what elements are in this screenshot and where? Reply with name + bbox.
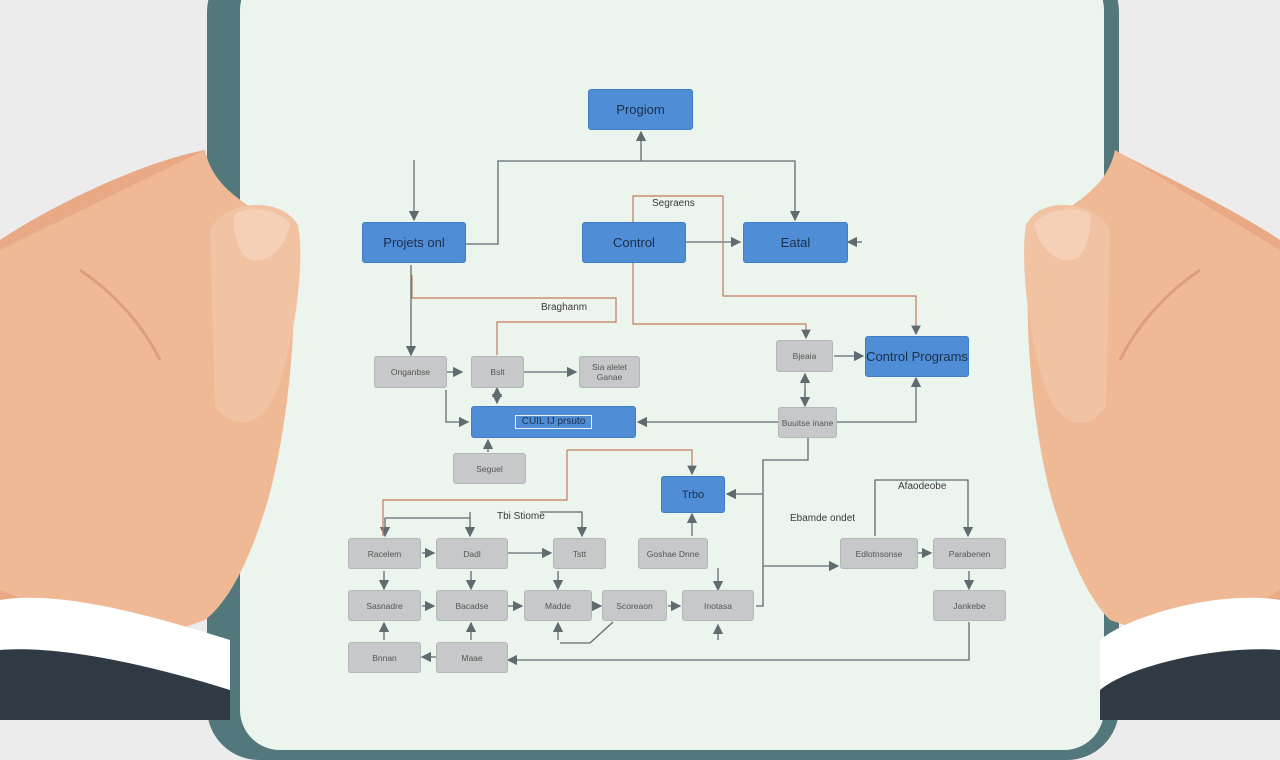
node-inotasa[interactable]: Inotasa <box>682 590 754 621</box>
node-control[interactable]: Control <box>582 222 686 263</box>
node-projets-onl[interactable]: Projets onl <box>362 222 466 263</box>
accent-connector <box>511 450 568 501</box>
accent-connector <box>632 195 921 336</box>
connector <box>756 438 809 607</box>
label-tbi-stiome: Tbi Stiome <box>497 511 545 522</box>
accent-connector <box>632 262 811 340</box>
node-racelem[interactable]: Racelem <box>348 538 421 569</box>
connector <box>720 622 970 661</box>
node-jankebe[interactable]: Jankebe <box>933 590 1006 621</box>
node-trbo[interactable]: Trbo <box>661 476 725 513</box>
node-bjeaia[interactable]: Bjeaia <box>776 340 833 372</box>
node-cut[interactable]: CUIL IJ prsuto <box>471 406 636 438</box>
node-bslt[interactable]: Bslt <box>471 356 524 388</box>
node-goshae-dnne[interactable]: Goshae Dnne <box>638 538 708 569</box>
connector <box>874 479 974 538</box>
connector <box>445 390 470 428</box>
label-afaodeobe: Afaodeobe <box>898 481 947 492</box>
label-braghanm: Braghanm <box>541 302 588 313</box>
node-cut-label: CUIL IJ prsuto <box>514 415 593 429</box>
node-sia-alelet[interactable]: Sia alelet Ganae <box>579 356 640 388</box>
connector <box>641 160 801 222</box>
flowchart-diagram: Progiom Projets onl Control Eatal Contro… <box>348 89 1006 673</box>
connector <box>836 376 922 423</box>
connector <box>379 517 470 538</box>
connector <box>466 130 647 245</box>
node-bacadse[interactable]: Bacadse <box>436 590 508 621</box>
label-segraens: Segraens <box>652 198 695 209</box>
accent-connector <box>567 449 697 476</box>
node-tstt[interactable]: Tstt <box>553 538 606 569</box>
node-sasnadre[interactable]: Sasnadre <box>348 590 421 621</box>
node-buuitse-inane[interactable]: Buuitse inane <box>778 407 837 438</box>
node-parabenen[interactable]: Parabenen <box>933 538 1006 569</box>
node-control-programs[interactable]: Control Programs <box>865 336 969 377</box>
node-seguel[interactable]: Seguel <box>453 453 526 484</box>
accent-connector <box>382 499 511 536</box>
label-ebamde-ondet: Ebamde ondet <box>790 513 856 524</box>
accent-connector <box>411 275 617 355</box>
node-scoreaon[interactable]: Scoreaon <box>602 590 667 621</box>
connector-layer <box>378 130 975 666</box>
node-maae[interactable]: Maae <box>436 642 508 673</box>
node-progiom[interactable]: Progiom <box>588 89 693 130</box>
node-dadl[interactable]: Dadl <box>436 538 508 569</box>
connector <box>540 511 588 538</box>
node-edlotnsonse[interactable]: Edlotnsonse <box>840 538 918 569</box>
node-bnnan[interactable]: Bnnan <box>348 642 421 673</box>
node-onganbse[interactable]: Onganbse <box>374 356 447 388</box>
node-eatal[interactable]: Eatal <box>743 222 848 263</box>
connector <box>560 621 614 644</box>
node-madde[interactable]: Madde <box>524 590 592 621</box>
